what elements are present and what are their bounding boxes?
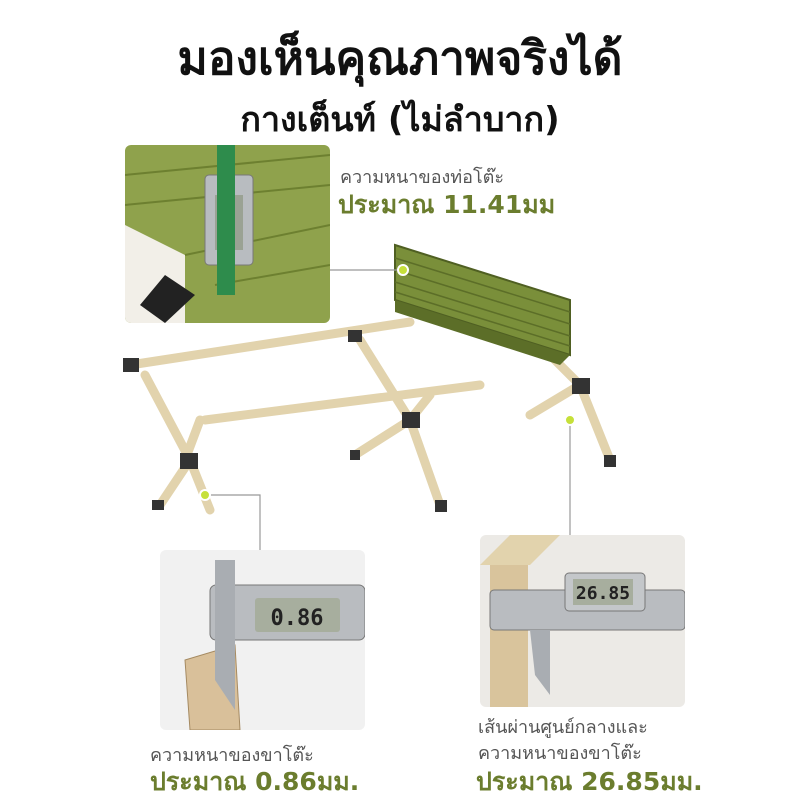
page-subtitle: กางเต็นท์ (ไม่ลำบาก) xyxy=(240,100,560,140)
left-caliper-display: 0.86 xyxy=(271,606,324,631)
page-title: มองเห็นคุณภาพจริงได้ xyxy=(177,31,623,85)
marker-dot-leg xyxy=(199,489,211,501)
callout-leg-value: ประมาณ 0.86มม. xyxy=(150,767,360,796)
callout-joint-label-line1: เส้นผ่านศูนย์กลางและ xyxy=(478,717,648,738)
right-caliper-display: 26.85 xyxy=(576,583,630,604)
callout-tube-value: ประมาณ 11.41มม xyxy=(338,190,556,219)
callout-tube-label: ความหนาของท่อโต๊ะ xyxy=(340,167,505,188)
inset-leg-thickness: 0.86 xyxy=(160,550,365,730)
callout-joint-value: ประมาณ 26.85มม. xyxy=(476,767,703,796)
inset-tabletop-measure xyxy=(125,145,330,323)
callout-joint-label-line2: ความหนาของขาโต๊ะ xyxy=(478,743,642,764)
inset-leg-diameter: 26.85 xyxy=(480,535,685,707)
marker-dot-tabletop xyxy=(397,264,409,276)
callout-leg-label: ความหนาของขาโต๊ะ xyxy=(150,745,314,766)
marker-dot-joint xyxy=(564,414,576,426)
